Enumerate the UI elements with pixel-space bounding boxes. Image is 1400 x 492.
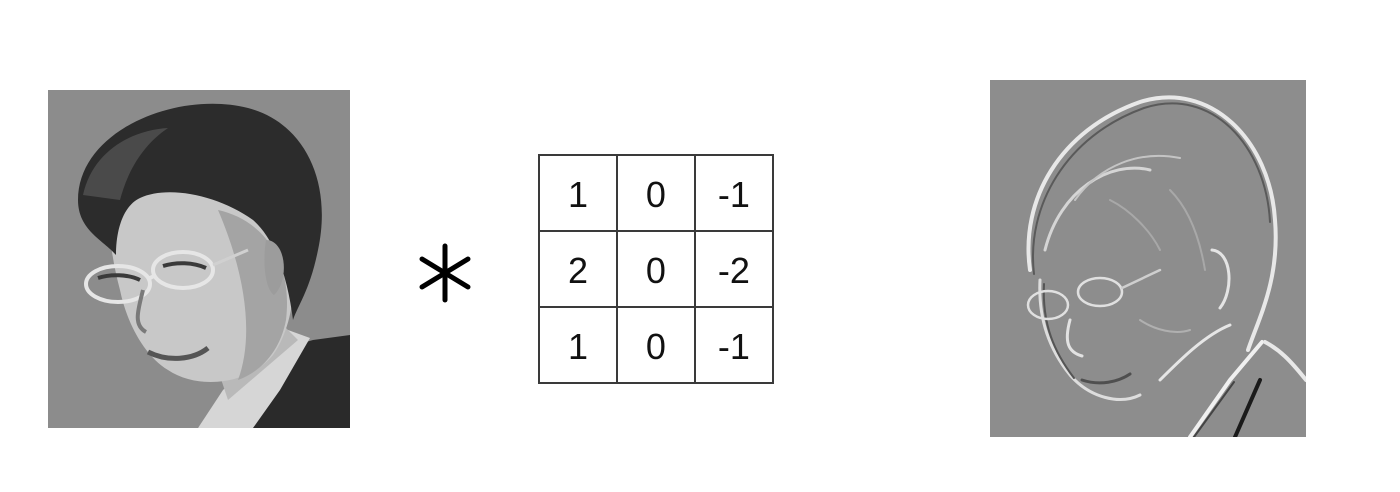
kernel-cell: 0 bbox=[615, 230, 696, 308]
nose bbox=[135, 289, 148, 334]
kernel-row: 1 0 -1 bbox=[538, 154, 775, 232]
eye-left bbox=[97, 273, 141, 282]
kernel-cell: 1 bbox=[538, 306, 618, 384]
glasses-left-lens bbox=[84, 264, 152, 304]
ear bbox=[264, 240, 284, 295]
hair bbox=[78, 103, 322, 320]
hair-highlight bbox=[83, 128, 168, 200]
edge-contours bbox=[1026, 95, 1306, 437]
glasses-bridge bbox=[149, 274, 155, 280]
kernel-cell: 1 bbox=[538, 154, 618, 232]
edge-output-image bbox=[990, 80, 1306, 437]
glasses-right-lens bbox=[151, 250, 215, 290]
kernel-row: 1 0 -1 bbox=[538, 306, 775, 384]
kernel-cell: -1 bbox=[693, 154, 775, 232]
kernel-cell: 0 bbox=[615, 154, 696, 232]
kernel-matrix: 1 0 -1 2 0 -2 1 0 -1 bbox=[538, 154, 775, 384]
kernel-row: 2 0 -2 bbox=[538, 230, 775, 308]
kernel-cell: 0 bbox=[615, 306, 696, 384]
glasses-arm bbox=[212, 248, 249, 267]
mouth bbox=[146, 345, 210, 361]
input-photo bbox=[48, 90, 350, 428]
shirt-collar bbox=[198, 330, 310, 428]
kernel-cell: 2 bbox=[538, 230, 618, 308]
edge-background bbox=[990, 80, 1306, 437]
kernel-cell: -2 bbox=[693, 230, 775, 308]
kernel-cell: -1 bbox=[693, 306, 775, 384]
convolution-operator: * bbox=[419, 243, 471, 303]
eye-right bbox=[162, 261, 207, 270]
